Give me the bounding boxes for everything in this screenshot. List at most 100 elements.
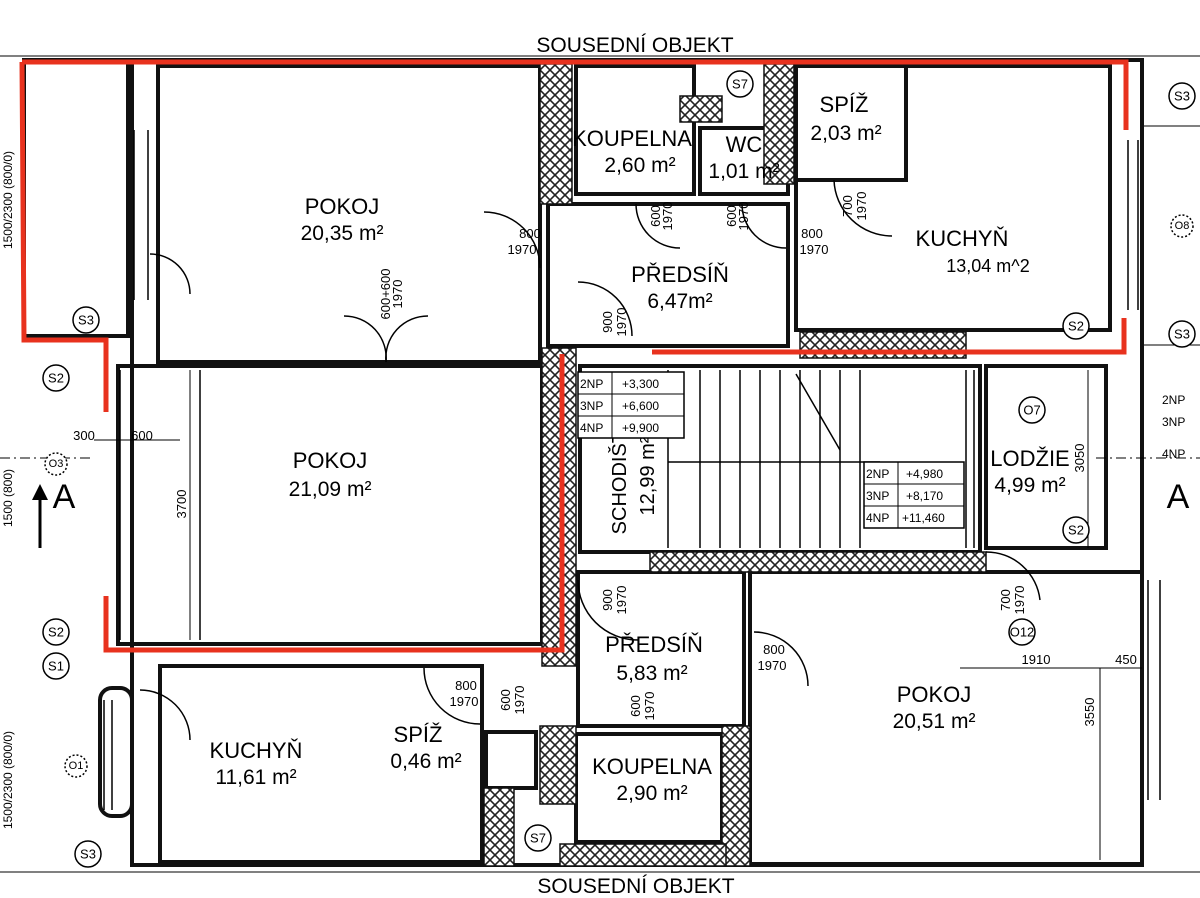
detail-lines <box>103 130 1161 810</box>
room-name-pokoj1: POKOJ <box>305 194 380 219</box>
section-mark-right: A <box>1167 478 1190 516</box>
room-area-spiz1: 2,03 m² <box>810 122 881 145</box>
tag-label: S1 <box>48 659 64 674</box>
level-floor: 2NP <box>866 467 889 481</box>
door-width: 600 <box>724 205 739 227</box>
room-name-wc: WC <box>726 132 763 157</box>
door-height: 1970 <box>660 202 675 231</box>
level-height: +11,460 <box>902 511 945 525</box>
door-height: 1970 <box>758 658 787 673</box>
room-area-pokoj2: 21,09 m² <box>289 478 372 501</box>
room-name-pokoj2: POKOJ <box>293 448 368 473</box>
room-area-predsin2: 5,83 m² <box>616 662 687 685</box>
tag-label: S2 <box>1068 523 1084 538</box>
room-area-predsin1: 6,47m² <box>647 290 712 313</box>
door-width: 800 <box>519 226 541 241</box>
dimension-300: 300 <box>73 428 95 443</box>
door-height: 1970 <box>854 192 869 221</box>
door-height: 1970 <box>614 586 629 615</box>
level-height: +9,900 <box>622 421 659 435</box>
room-area-koupelna2: 2,90 m² <box>616 782 687 805</box>
door-width: 800 <box>801 226 823 241</box>
unit-outline-bottom <box>103 354 565 653</box>
level-floor-edge: 3NP <box>1162 415 1185 429</box>
level-table-right: 2NP +4,980 3NP +8,170 4NP +11,460 <box>863 461 965 529</box>
room-name-koupelna1: KOUPELNA <box>572 126 692 151</box>
tag-label: S3 <box>80 847 96 862</box>
door-height: 1970 <box>1012 586 1027 615</box>
room-area-kuchyn2: 11,61 m² <box>215 766 296 789</box>
level-floor: 3NP <box>866 489 889 503</box>
neighbor-top-label: SOUSEDNÍ OBJEKT <box>536 34 733 57</box>
circle-tag-labels: S3 S3 S3 S3 S2 S2 S2 S2 S1 S7 S7 O7 O12 … <box>48 77 1190 862</box>
room-name-predsin1: PŘEDSÍŇ <box>631 262 729 287</box>
neighbor-bottom-label: SOUSEDNÍ OBJEKT <box>537 875 734 898</box>
level-floor: 3NP <box>580 399 603 413</box>
room-name-spiz2: SPÍŽ <box>394 722 443 747</box>
door-width: 800 <box>455 678 477 693</box>
door-width: 700 <box>998 589 1013 611</box>
level-labels-edge: 2NP 3NP 4NP <box>1162 393 1185 461</box>
tag-label: S2 <box>48 625 64 640</box>
door-height: 1970 <box>508 242 537 257</box>
level-height: +3,300 <box>622 377 659 391</box>
tag-label: S7 <box>530 831 546 846</box>
exterior-lines <box>0 55 1200 873</box>
room-name-schodiste: SCHODIŠTĚ <box>608 418 631 535</box>
level-floor-edge: 4NP <box>1162 447 1185 461</box>
room-area-pokoj3: 20,51 m² <box>893 710 976 733</box>
door-width: 900 <box>600 589 615 611</box>
room-name-pokoj3: POKOJ <box>897 682 972 707</box>
room-name-kuchyn1: KUCHYŇ <box>916 226 1009 251</box>
door-width: 600+600 <box>378 269 393 320</box>
section-letter: A <box>1167 478 1190 516</box>
door-height: 1970 <box>642 692 657 721</box>
door-width: 800 <box>763 642 785 657</box>
hatched-walls <box>483 63 987 867</box>
tag-label: S7 <box>732 77 748 92</box>
level-floor: 2NP <box>580 377 603 391</box>
door-height: 1970 <box>736 202 751 231</box>
circle-tags <box>42 70 1196 868</box>
door-swings <box>139 179 1041 741</box>
room-name-lodzie: LODŽIE <box>990 446 1069 471</box>
tag-label: O7 <box>1023 403 1040 418</box>
dimension-3700: 3700 <box>174 490 189 519</box>
door-width: 700 <box>840 195 855 217</box>
door-height: 1970 <box>800 242 829 257</box>
room-area-schodiste: 12,99 m² <box>637 436 659 515</box>
room-name-koupelna2: KOUPELNA <box>592 754 712 779</box>
level-floor: 4NP <box>580 421 603 435</box>
tag-label: O8 <box>1175 220 1190 232</box>
section-mark-left: A <box>32 478 76 548</box>
side-dim-bottom: 1500/2300 (800/0) <box>1 731 15 829</box>
door-width: 600 <box>498 689 513 711</box>
tag-label: O12 <box>1010 625 1035 640</box>
tag-label: O1 <box>69 760 84 772</box>
dimension-600: 600 <box>131 428 153 443</box>
level-height: +6,600 <box>622 399 659 413</box>
door-height: 1970 <box>390 280 405 309</box>
level-table-left: 2NP +3,300 3NP +6,600 4NP +9,900 <box>577 371 685 439</box>
unit-outline-top <box>22 59 1129 130</box>
tag-label: O3 <box>49 458 64 470</box>
door-height: 1970 <box>450 694 479 709</box>
door-height: 1970 <box>512 686 527 715</box>
dimension-3050: 3050 <box>1072 444 1087 473</box>
dimension-1910: 1910 <box>1022 652 1051 667</box>
tag-label: S3 <box>78 313 94 328</box>
unit-outline-stair <box>652 318 1127 355</box>
tag-label: S3 <box>1174 327 1190 342</box>
side-dim-top: 1500/2300 (800/0) <box>1 151 15 249</box>
tag-label: S2 <box>48 371 64 386</box>
level-floor-edge: 2NP <box>1162 393 1185 407</box>
door-labels: 800 1970 600+600 1970 600 1970 600 1970 … <box>378 192 1027 721</box>
dimension-450: 450 <box>1115 652 1137 667</box>
room-area-pokoj1: 20,35 m² <box>301 222 384 245</box>
room-area-koupelna1: 2,60 m² <box>604 154 675 177</box>
room-name-predsin2: PŘEDSÍŇ <box>605 632 703 657</box>
unit-outline <box>19 61 109 412</box>
level-height: +4,980 <box>906 467 943 481</box>
dimension-lines <box>0 370 1200 860</box>
tag-label: S3 <box>1174 89 1190 104</box>
